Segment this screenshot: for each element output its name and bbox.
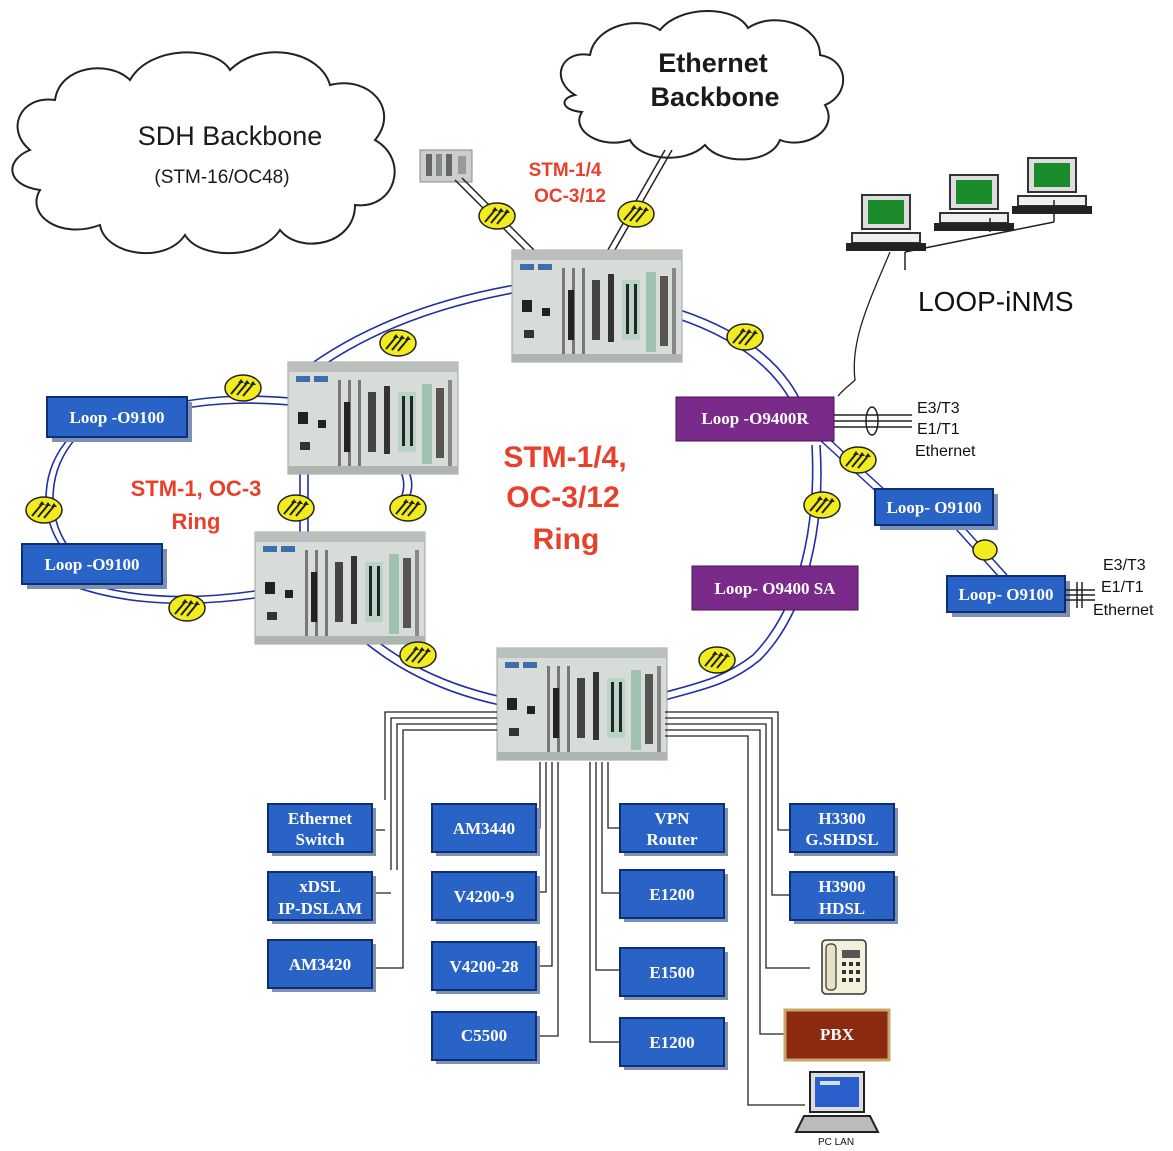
node-o9100-right1: Loop- O9100	[874, 488, 998, 530]
tail2-e1t1: E1/T1	[1101, 579, 1144, 596]
sub-ring-label-line2: Ring	[172, 509, 221, 534]
svg-text:Loop- O9100: Loop- O9100	[887, 498, 982, 517]
node-o9100-left: Loop -O9100	[21, 543, 167, 589]
node-o9400sa: Loop- O9400 SA	[691, 565, 859, 611]
tail-connector-2	[1065, 582, 1095, 608]
sub-ring	[45, 395, 291, 605]
device-c5500: C5500	[431, 1011, 540, 1064]
device-pbx: PBX	[783, 1008, 891, 1062]
svg-text:Switch: Switch	[295, 830, 345, 849]
device-vpn-router: VPN Router	[619, 803, 728, 856]
device-am3420: AM3420	[267, 939, 376, 992]
svg-text:AM3440: AM3440	[453, 819, 515, 838]
svg-text:IP-DSLAM: IP-DSLAM	[278, 899, 362, 918]
ethernet-backbone-cloud: Ethernet Backbone	[559, 10, 845, 161]
device-v4200-9: V4200-9	[431, 871, 540, 924]
svg-text:G.SHDSL: G.SHDSL	[805, 830, 878, 849]
sdh-backbone-title: SDH Backbone	[138, 121, 323, 151]
svg-text:Ethernet: Ethernet	[288, 809, 353, 828]
tail1-ethernet: Ethernet	[915, 443, 976, 460]
mux-left-upper	[287, 361, 459, 475]
svg-text:HDSL: HDSL	[819, 899, 865, 918]
node-o9100-right2: Loop- O9100	[946, 575, 1070, 617]
svg-text:E1200: E1200	[649, 1033, 694, 1052]
mux-top	[511, 249, 683, 363]
tail2-ethernet: Ethernet	[1093, 602, 1154, 619]
device-e1200-b: E1200	[619, 1017, 728, 1070]
svg-text:V4200-9: V4200-9	[454, 887, 514, 906]
svg-text:Loop -O9400R: Loop -O9400R	[701, 409, 809, 428]
mux-left-lower	[254, 531, 426, 645]
svg-text:H3900: H3900	[818, 877, 865, 896]
sdh-backbone-cloud: SDH Backbone (STM-16/OC48)	[11, 51, 396, 255]
mux-bottom	[496, 647, 668, 761]
device-h3300: H3300 G.SHDSL	[789, 803, 898, 856]
sub-ring-label-line1: STM-1, OC-3	[131, 476, 262, 501]
main-ring-label-line3: Ring	[533, 523, 600, 556]
svg-text:xDSL: xDSL	[299, 877, 341, 896]
device-xdsl-ip-dslam: xDSL IP-DSLAM	[267, 871, 376, 924]
svg-text:E1500: E1500	[649, 963, 694, 982]
svg-text:H3300: H3300	[818, 809, 865, 828]
device-v4200-28: V4200-28	[431, 941, 540, 994]
main-ring-label-line2: OC-3/12	[506, 481, 619, 514]
uplink-label-line2: OC-3/12	[534, 186, 606, 207]
svg-text:Loop- O9100: Loop- O9100	[959, 585, 1054, 604]
device-h3900: H3900 HDSL	[789, 871, 898, 924]
svg-text:PBX: PBX	[820, 1025, 855, 1044]
svg-text:Loop -O9100: Loop -O9100	[70, 408, 165, 427]
ethernet-backbone-line2: Backbone	[650, 82, 779, 112]
svg-text:AM3420: AM3420	[289, 955, 351, 974]
tail2-e3t3: E3/T3	[1103, 557, 1146, 574]
device-e1200-a: E1200	[619, 869, 728, 922]
nms-label: LOOP-iNMS	[918, 286, 1074, 317]
node-o9400r: Loop -O9400R	[675, 396, 835, 442]
main-ring-label-line1: STM-1/4,	[503, 441, 626, 474]
node-o9100-top-left: Loop -O9100	[46, 396, 192, 442]
pc-lan-label: PC LAN	[818, 1137, 854, 1148]
device-ethernet-switch: Ethernet Switch	[267, 803, 376, 856]
nms-workstations	[837, 157, 1093, 397]
telephone-icon	[821, 939, 867, 995]
svg-text:VPN: VPN	[655, 809, 691, 828]
device-am3440: AM3440	[431, 803, 540, 856]
tail1-e3t3: E3/T3	[917, 400, 960, 417]
svg-text:V4200-28: V4200-28	[450, 957, 519, 976]
svg-text:Loop- O9400 SA: Loop- O9400 SA	[715, 579, 837, 598]
device-e1500: E1500	[619, 947, 728, 1000]
ethernet-backbone-line1: Ethernet	[658, 48, 768, 78]
pc-lan-laptop-icon	[794, 1071, 880, 1133]
uplink-label-line1: STM-1/4	[529, 160, 602, 181]
svg-text:Loop -O9100: Loop -O9100	[45, 555, 140, 574]
tail-connector-1	[834, 406, 912, 436]
sdh-device-icon	[419, 149, 473, 183]
svg-text:C5500: C5500	[461, 1026, 507, 1045]
small-repeater-icon	[972, 539, 998, 561]
tributary-wires	[372, 711, 810, 1106]
svg-text:E1200: E1200	[649, 885, 694, 904]
tail1-e1t1: E1/T1	[917, 421, 960, 438]
svg-text:Router: Router	[647, 830, 698, 849]
sdh-backbone-subtitle: (STM-16/OC48)	[154, 167, 289, 188]
